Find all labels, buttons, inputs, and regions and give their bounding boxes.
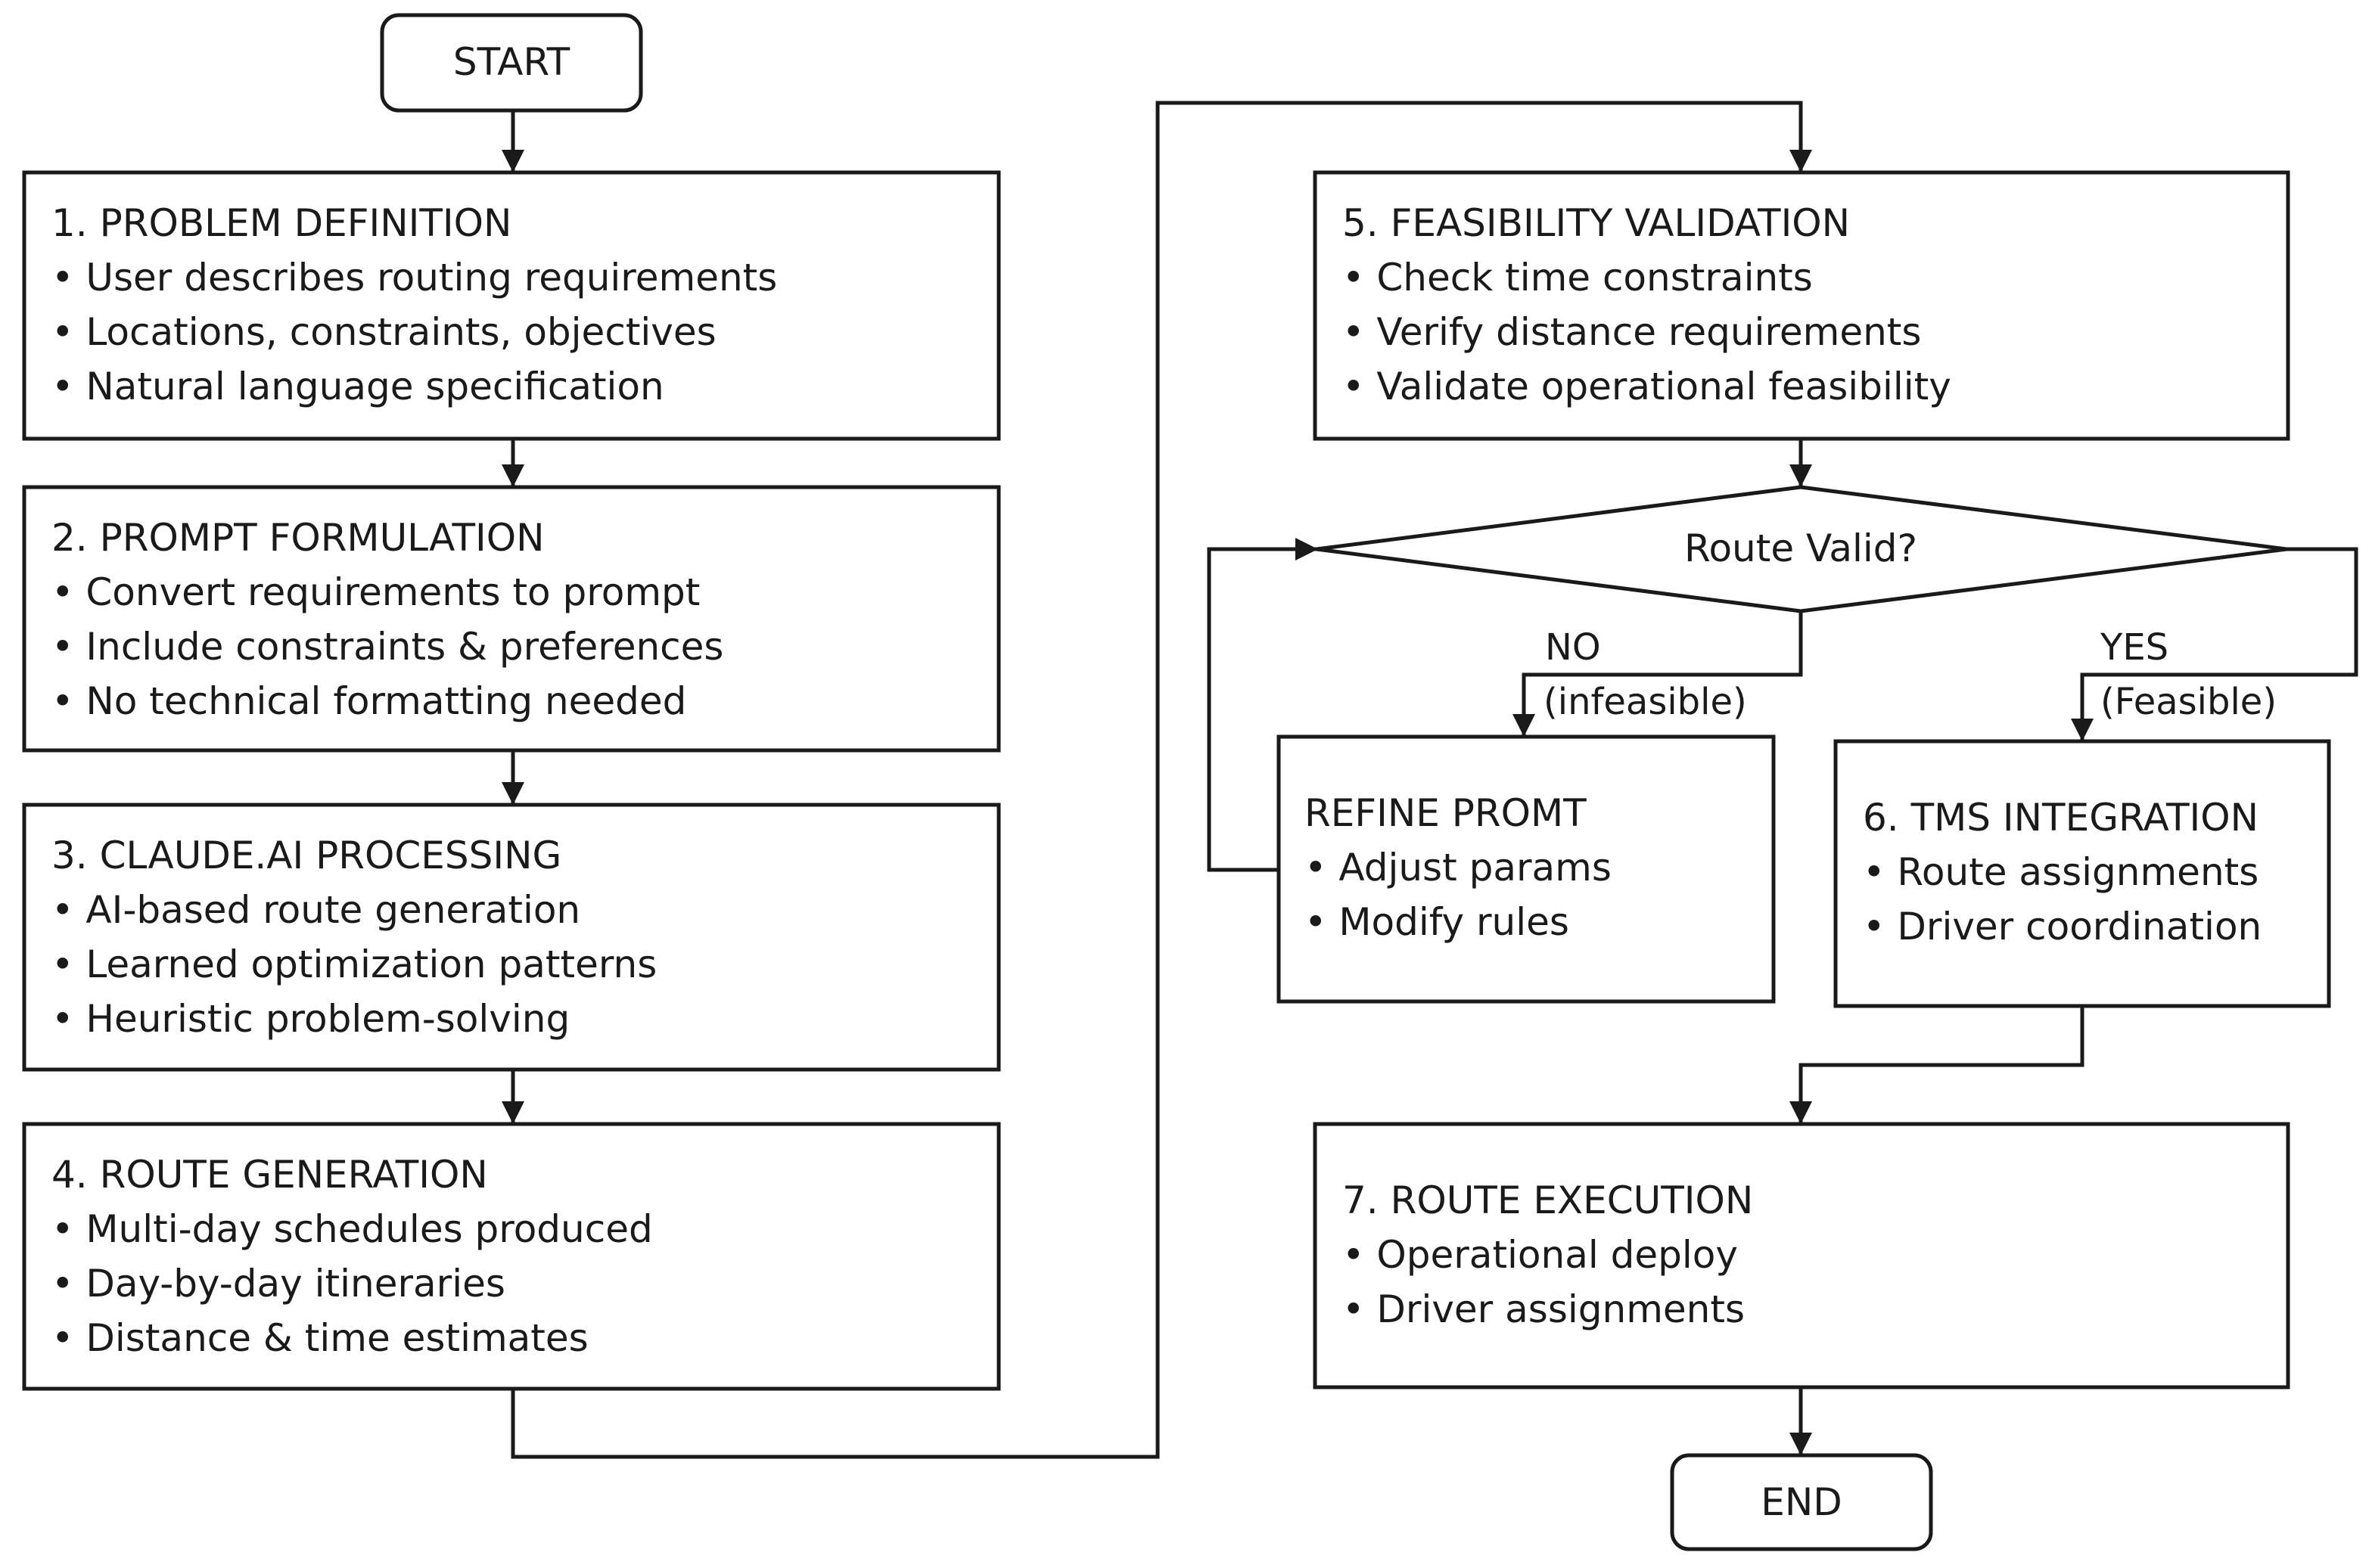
decision-question: Route Valid? [1684, 526, 1917, 570]
step-bullet: • AI-based route generation [51, 888, 580, 932]
step-bullet: • Operational deploy [1342, 1233, 1738, 1277]
arrow-decision-no [1512, 613, 1803, 737]
end-label: END [1761, 1480, 1842, 1524]
step-problem-definition: 1. PROBLEM DEFINITION • User describes r… [22, 170, 1001, 441]
yes-branch-label: YES [2100, 626, 2168, 669]
step-claude-processing-box [22, 803, 1001, 1072]
step-bullet: • Check time constraints [1342, 256, 1813, 300]
step-title: 3. CLAUDE.AI PROCESSING [51, 834, 561, 877]
decision-diamond [1316, 485, 2287, 613]
step-bullet: • Adjust params [1304, 846, 1612, 890]
step-bullet: • Verify distance requirements [1342, 310, 1921, 354]
arrow-step6-to-step7 [1789, 1008, 2084, 1124]
step-title: 2. PROMPT FORMULATION [51, 516, 545, 560]
step-bullet: • No technical formatting needed [51, 679, 686, 723]
step-tms-integration: 6. TMS INTEGRATION • Route assignments •… [1833, 739, 2331, 1008]
step-problem-definition-box [22, 170, 1001, 441]
step-title: REFINE PROMT [1304, 791, 1587, 835]
step-route-generation: 4. ROUTE GENERATION • Multi-day schedule… [22, 1122, 1001, 1391]
step-bullet: • Include constraints & preferences [51, 625, 723, 669]
step-title: 7. ROUTE EXECUTION [1342, 1178, 1753, 1222]
no-branch-sublabel: (infeasible) [1544, 681, 1747, 723]
step-bullet: • Distance & time estimates [51, 1316, 589, 1360]
step-bullet: • Modify rules [1304, 900, 1569, 944]
step-bullet: • Natural language specification [51, 365, 664, 408]
end-shape [1670, 1453, 1933, 1551]
start-label: START [453, 40, 570, 84]
step-bullet: • User describes routing requirements [51, 256, 777, 300]
step-title: 5. FEASIBILITY VALIDATION [1342, 201, 1850, 245]
connectors [502, 101, 2358, 1459]
step-bullet: • Validate operational feasibility [1342, 365, 1951, 408]
step-bullet: • Heuristic problem-solving [51, 997, 570, 1041]
arrow-step4-to-step5 [511, 101, 1812, 1459]
step-title: 4. ROUTE GENERATION [51, 1153, 488, 1197]
step-route-generation-box [22, 1122, 1001, 1391]
step-bullet: • Route assignments [1863, 850, 2259, 894]
step-claude-processing: 3. CLAUDE.AI PROCESSING • AI-based route… [22, 803, 1001, 1072]
step-prompt-formulation: 2. PROMPT FORMULATION • Convert requirem… [22, 485, 1001, 753]
step-bullet: • Driver coordination [1863, 905, 2262, 949]
step-prompt-formulation-box [22, 485, 1001, 753]
start-shape [380, 13, 643, 113]
start-terminal: START [380, 13, 643, 113]
no-branch-label: NO [1545, 626, 1601, 669]
step-route-execution-box [1313, 1122, 2290, 1389]
step-bullet: • Learned optimization patterns [51, 942, 657, 986]
arrow-decision-yes [2071, 547, 2358, 741]
step-title: 1. PROBLEM DEFINITION [51, 201, 511, 245]
decision-route-valid: Route Valid? [1316, 485, 2287, 613]
step-refine-prompt: REFINE PROMT • Adjust params • Modify ru… [1276, 734, 1776, 1004]
step-bullet: • Multi-day schedules produced [51, 1207, 653, 1251]
step-tms-integration-box [1833, 739, 2331, 1008]
step-feasibility-validation: 5. FEASIBILITY VALIDATION • Check time c… [1313, 170, 2290, 441]
arrow-refine-loopback [1207, 538, 1318, 872]
step-bullet: • Convert requirements to prompt [51, 570, 700, 614]
step-bullet: • Day-by-day itineraries [51, 1262, 505, 1306]
step-title: 6. TMS INTEGRATION [1863, 796, 2259, 840]
yes-branch-sublabel: (Feasible) [2100, 681, 2277, 723]
step-feasibility-validation-box [1313, 170, 2290, 441]
step-route-execution: 7. ROUTE EXECUTION • Operational deploy … [1313, 1122, 2290, 1389]
step-refine-prompt-box [1276, 734, 1776, 1004]
step-bullet: • Locations, constraints, objectives [51, 310, 717, 354]
step-bullet: • Driver assignments [1342, 1287, 1745, 1331]
end-terminal: END [1670, 1453, 1933, 1551]
